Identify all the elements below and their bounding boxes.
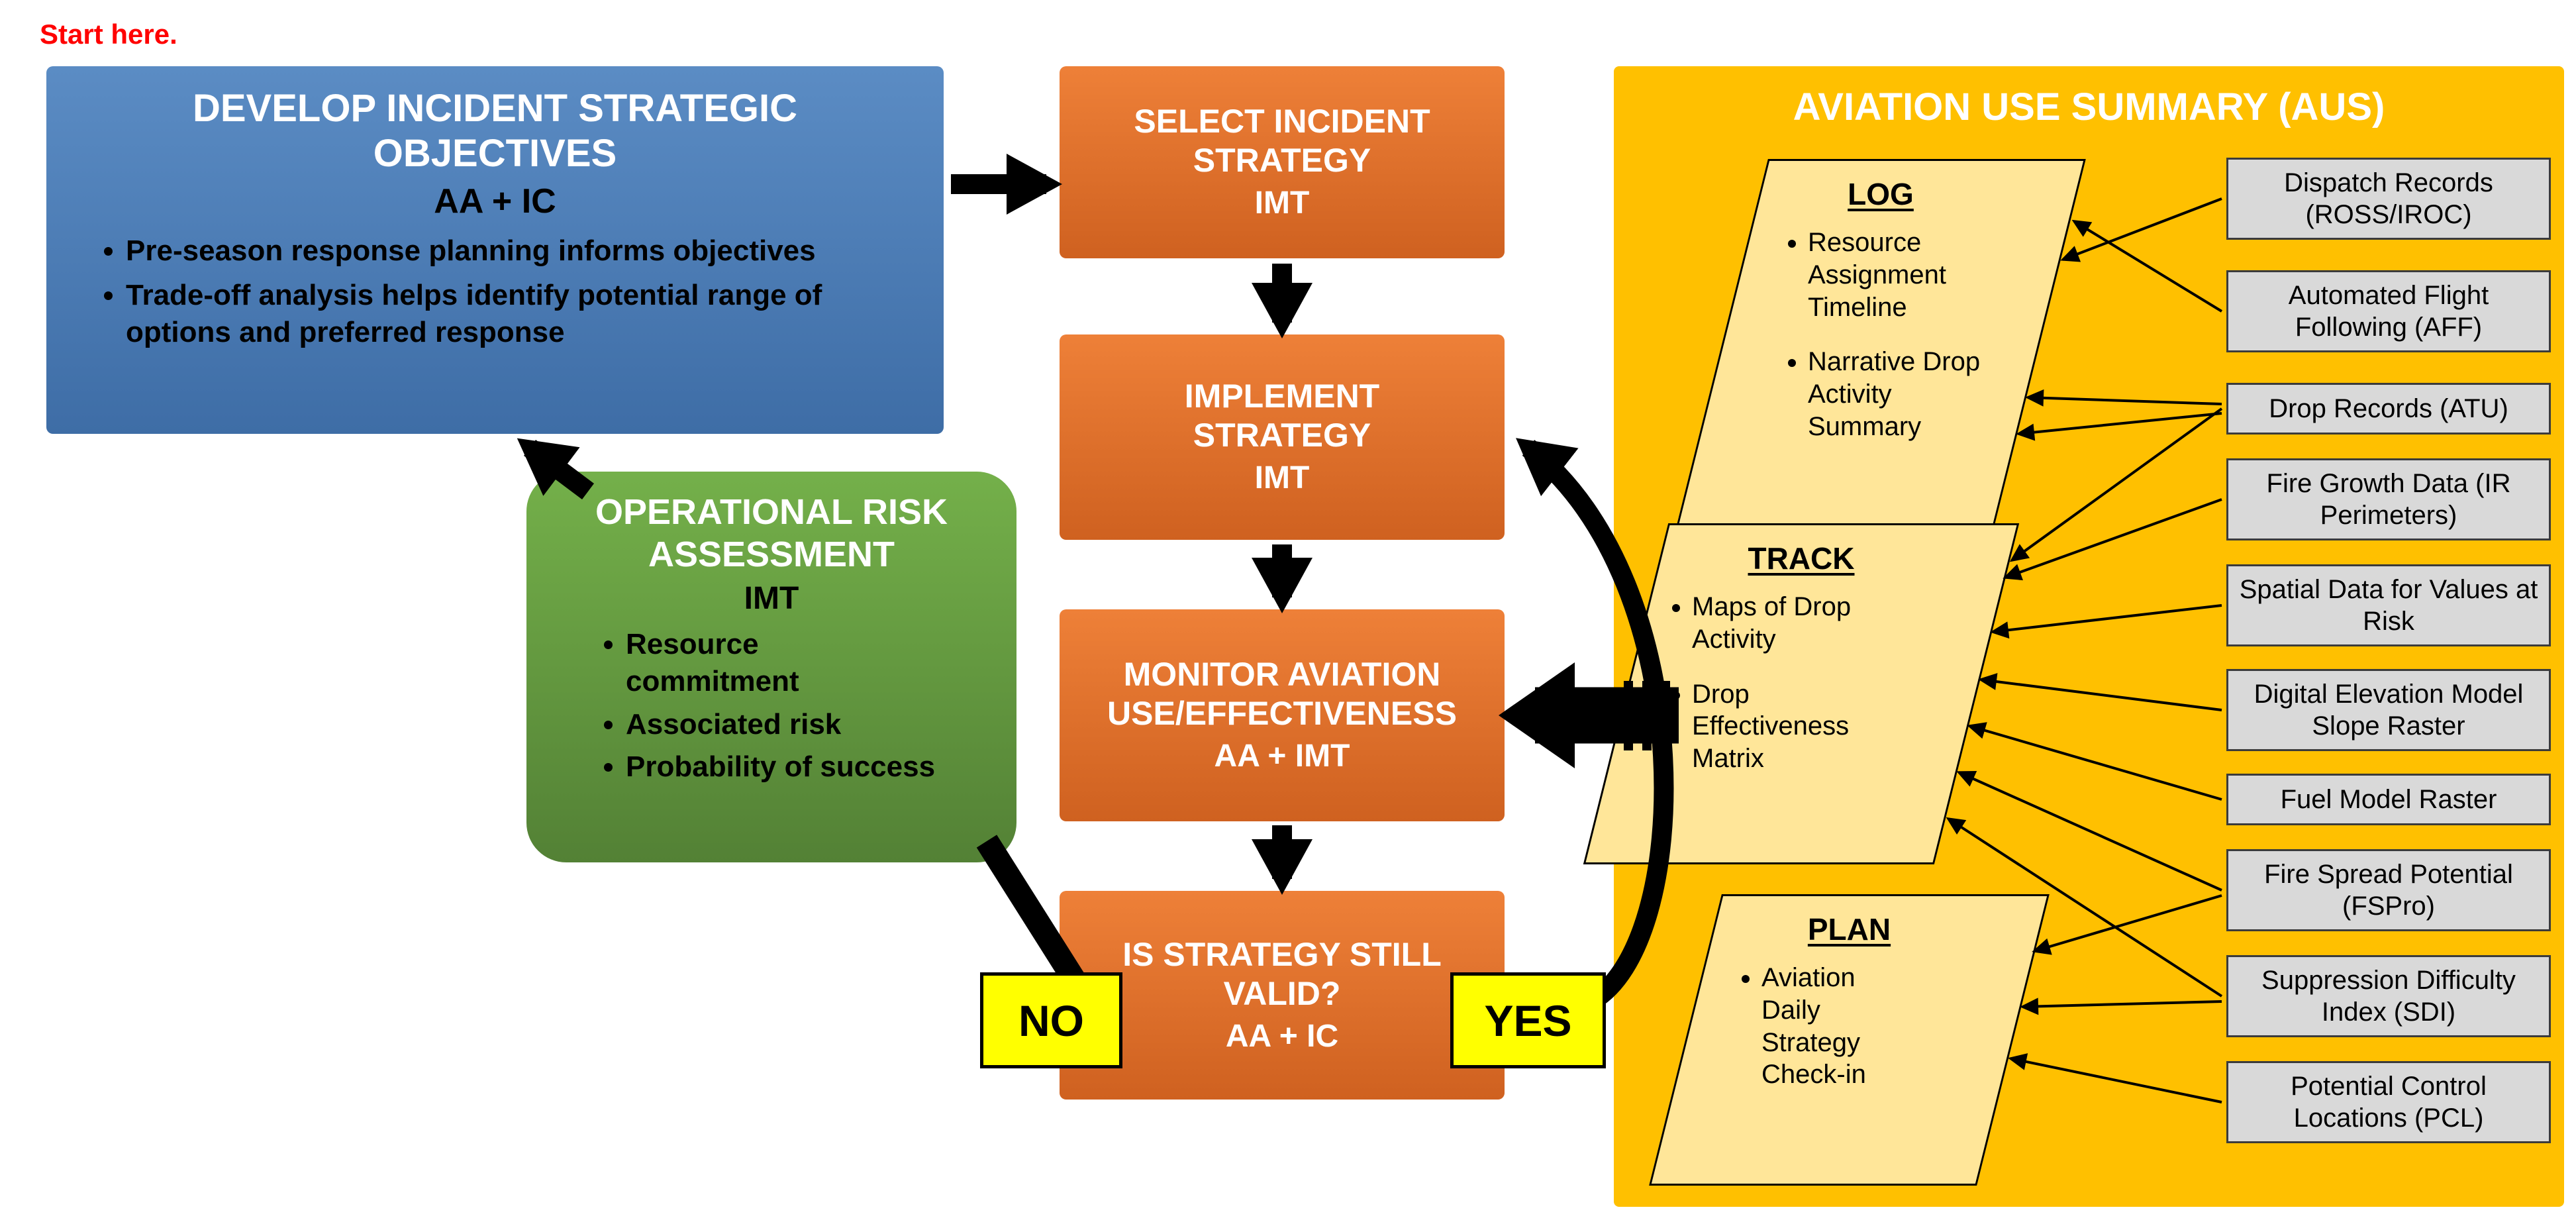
bullet-item: Trade-off analysis helps identify potent… [126,277,917,352]
aus-stage-log: LOG Resource Assignment Timeline Narrati… [1675,159,2086,530]
strategy-valid-roles: AA + IC [1225,1018,1339,1054]
bullet-item: Maps of Drop Activity [1692,591,1904,656]
select-strategy-box: SELECT INCIDENT STRATEGY IMT [1060,66,1505,258]
bullet-item: Pre-season response planning informs obj… [126,232,917,270]
source-drop-records: Drop Records (ATU) [2226,383,2551,435]
operational-risk-roles: IMT [744,581,799,617]
source-suppression-difficulty-index: Suppression Difficulty Index (SDI) [2226,955,2551,1037]
source-automated-flight-following: Automated Flight Following (AFF) [2226,270,2551,352]
develop-objectives-box: DEVELOP INCIDENT STRATEGIC OBJECTIVES AA… [46,66,944,434]
plan-stage-title: PLAN [1807,912,1891,947]
source-dispatch-records: Dispatch Records (ROSS/IROC) [2226,158,2551,240]
aus-panel-title: AVIATION USE SUMMARY (AUS) [1793,85,2385,128]
bullet-item: Resource Assignment Timeline [1808,227,1993,323]
implement-strategy-title: IMPLEMENT STRATEGY [1184,378,1380,454]
log-stage-bullets: Resource Assignment Timeline Narrative D… [1722,227,2040,443]
source-fuel-model-raster: Fuel Model Raster [2226,774,2551,825]
bullet-item: Probability of success [626,748,990,786]
start-here-label: Start here. [40,19,177,50]
source-potential-control-locations: Potential Control Locations (PCL) [2226,1061,2551,1143]
strategy-valid-title: IS STRATEGY STILL VALID? [1122,935,1442,1012]
monitor-aviation-title: MONITOR AVIATION USE/EFFECTIVENESS [1107,656,1457,733]
source-fire-growth-data: Fire Growth Data (IR Perimeters) [2226,458,2551,540]
operational-risk-title: OPERATIONAL RISK ASSESSMENT [595,492,948,574]
select-strategy-title: SELECT INCIDENT STRATEGY [1134,103,1430,179]
bullet-item: Drop Effectiveness Matrix [1692,678,1904,775]
select-strategy-roles: IMT [1254,185,1310,221]
source-dem-slope-raster: Digital Elevation Model Slope Raster [2226,669,2551,751]
track-stage-bullets: Maps of Drop Activity Drop Effectiveness… [1626,591,1977,775]
aus-stage-plan: PLAN Aviation Daily Strategy Check-in [1649,894,2050,1186]
no-decision-tag: NO [980,972,1122,1068]
source-spatial-data-values-at-risk: Spatial Data for Values at Risk [2226,564,2551,646]
develop-objectives-roles: AA + IC [434,181,556,221]
implement-strategy-roles: IMT [1254,460,1310,496]
bullet-item: Resource commitment [626,626,851,701]
bullet-item: Aviation Daily Strategy Check-in [1761,962,1904,1091]
operational-risk-box: OPERATIONAL RISK ASSESSMENT IMT Resource… [526,472,1016,862]
bullet-item: Narrative Drop Activity Summary [1808,346,1993,442]
source-fire-spread-potential: Fire Spread Potential (FSPro) [2226,849,2551,931]
aus-stage-track: TRACK Maps of Drop Activity Drop Effecti… [1583,523,2020,864]
monitor-aviation-roles: AA + IMT [1214,739,1350,774]
implement-strategy-box: IMPLEMENT STRATEGY IMT [1060,334,1505,540]
track-stage-title: TRACK [1748,541,1855,576]
plan-stage-bullets: Aviation Daily Strategy Check-in [1685,962,2013,1091]
log-stage-title: LOG [1848,177,1914,211]
strategy-valid-box: IS STRATEGY STILL VALID? AA + IC [1060,891,1505,1100]
operational-risk-bullets: Resource commitment Associated risk Prob… [526,626,1016,791]
monitor-aviation-box: MONITOR AVIATION USE/EFFECTIVENESS AA + … [1060,609,1505,821]
develop-objectives-bullets: Pre-season response planning informs obj… [46,232,944,358]
develop-objectives-title: DEVELOP INCIDENT STRATEGIC OBJECTIVES [192,87,798,176]
bullet-item: Associated risk [626,706,990,743]
yes-decision-tag: YES [1450,972,1606,1068]
